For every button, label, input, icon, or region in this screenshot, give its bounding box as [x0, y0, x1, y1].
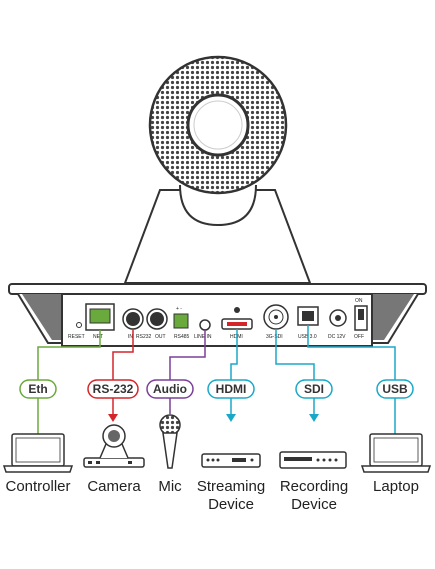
- camera-icon: [83, 424, 145, 468]
- rs232-in-label: IN: [128, 334, 133, 340]
- rear-panel: [61, 293, 373, 347]
- hdmi-cable: [230, 329, 238, 380]
- net-label: NET: [93, 334, 103, 340]
- microphone-icon: [159, 414, 181, 469]
- line-in-port: [199, 319, 211, 331]
- mic-label: Mic: [158, 478, 182, 495]
- streaming-device-label: Streaming Device: [196, 478, 266, 513]
- laptop-icon: [360, 433, 432, 473]
- laptop-label: Laptop: [373, 478, 419, 495]
- laptop-icon: [2, 433, 74, 473]
- line-in-label: LINE IN: [194, 334, 212, 340]
- hdmi-label: HDMI: [216, 382, 247, 396]
- rear-ports: RESET NET IN RS232 OUT + - RS485 LINE IN…: [68, 298, 368, 340]
- ptz-camera-head: [123, 55, 312, 284]
- audio-label: Audio: [153, 382, 187, 396]
- reset-label: RESET: [68, 334, 85, 340]
- rs485-label: RS485: [174, 334, 190, 340]
- rs232-out-label: OUT: [155, 334, 166, 340]
- rs232-cable: [112, 329, 134, 380]
- cables: [37, 325, 396, 436]
- on-label: ON: [355, 298, 363, 304]
- streaming-device-icon: [201, 453, 261, 468]
- sdi-label: 3G-SDI: [266, 334, 283, 340]
- audio-cable: [169, 330, 206, 380]
- connection-labels: Eth RS-232 Audio HDMI SDI USB: [19, 379, 414, 399]
- usb-label: USB: [382, 382, 408, 396]
- eth-label: Eth: [28, 382, 47, 396]
- camera-label: Camera: [87, 478, 141, 495]
- eth-cable: [37, 330, 101, 380]
- sdi-label: SDI: [304, 382, 324, 396]
- dc-label: DC 12V: [328, 334, 346, 340]
- reset-button: [76, 322, 82, 328]
- sdi-cable: [275, 329, 315, 380]
- controller-label: Controller: [5, 478, 71, 495]
- rs232-label: RS232: [136, 334, 152, 340]
- recording-device-label: Recording Device: [279, 478, 349, 513]
- rs232-label: RS-232: [93, 382, 134, 396]
- rs485-polarity: + -: [176, 306, 182, 312]
- rs485-port: [173, 313, 189, 329]
- off-label: OFF: [354, 334, 364, 340]
- recording-device-icon: [279, 451, 347, 469]
- usb-cable: [307, 325, 396, 380]
